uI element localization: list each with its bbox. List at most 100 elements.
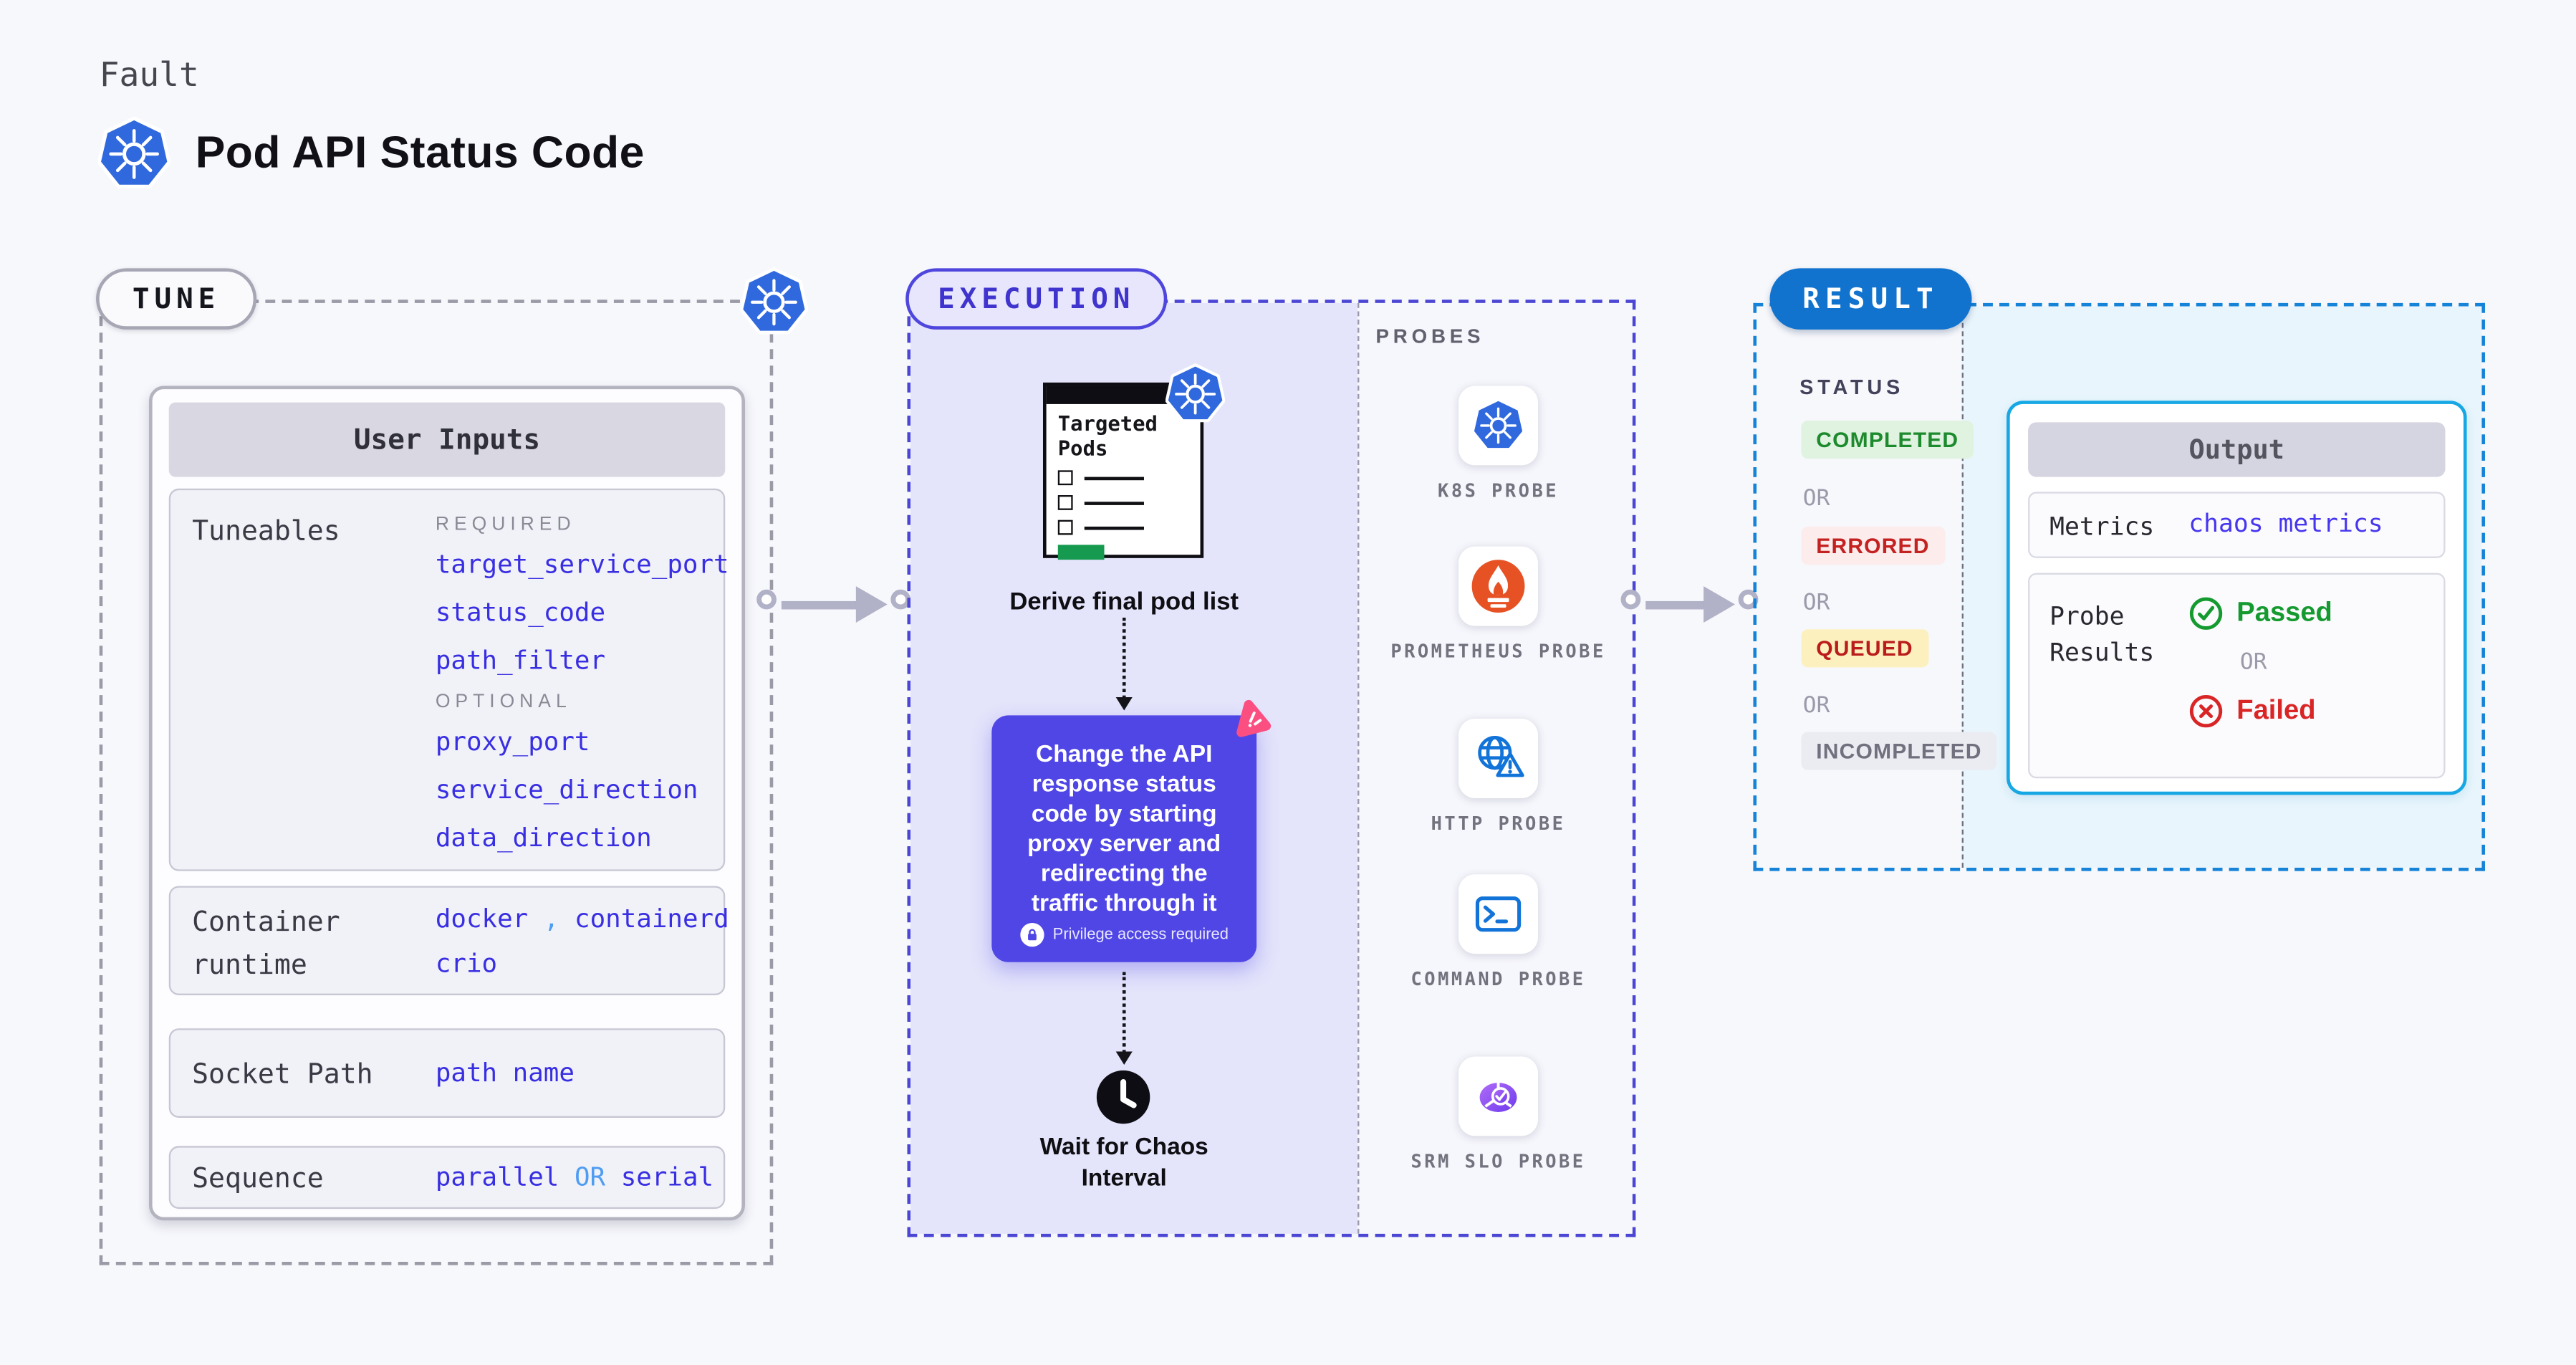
privilege-label: Privilege access required (1052, 925, 1229, 944)
probe-item-srm-slo: SRM SLO PROBE (1390, 1056, 1605, 1174)
terminal-icon (1470, 886, 1527, 942)
probe-item-prometheus: PROMETHEUS PROBE (1390, 546, 1606, 664)
flow-arrow (1620, 585, 1769, 624)
arrow-head (1115, 1051, 1133, 1065)
sequence-values: parallel OR serial (436, 1162, 713, 1192)
probe-card (1458, 385, 1539, 466)
status-badge-errored: ERRORED (1801, 526, 1945, 565)
x-circle-icon (2189, 694, 2223, 728)
or-separator: OR (2239, 648, 2267, 676)
execution-badge: EXECUTION (905, 268, 1168, 330)
probe-name: PROMETHEUS PROBE (1390, 641, 1606, 663)
sequence-value: serial (620, 1162, 714, 1192)
tuneable-required: status_code (435, 598, 606, 628)
checkbox-icon (1057, 519, 1073, 535)
kubernetes-icon (97, 116, 170, 192)
probe-card (1458, 874, 1539, 954)
socket-path-row: Socket Path path name (168, 1028, 726, 1118)
result-badge: RESULT (1769, 268, 1972, 330)
output-header: Output (2028, 422, 2446, 477)
prometheus-icon (1471, 560, 1525, 613)
label-line: Interval (1081, 1166, 1167, 1192)
title-line: Targeted (1057, 411, 1158, 436)
user-inputs-card: User Inputs Tuneables REQUIRED target_se… (148, 385, 745, 1221)
wait-chaos-interval-label: Wait for Chaos Interval (958, 1133, 1289, 1196)
arrow-shaft (781, 600, 861, 609)
dotted-arrow (1115, 972, 1133, 1065)
fault-eyebrow: Fault (99, 54, 199, 95)
lock-icon (1019, 922, 1045, 947)
check-circle-icon (2189, 597, 2223, 630)
runtime-value: containerd (575, 904, 729, 934)
probe-card (1458, 1056, 1539, 1136)
pod-list-item (1057, 519, 1189, 535)
pod-list-item (1057, 470, 1189, 486)
probe-name: SRM SLO PROBE (1410, 1151, 1586, 1173)
probe-name: K8S PROBE (1438, 480, 1559, 502)
metrics-value: chaos metrics (2188, 508, 2383, 539)
tune-badge: TUNE (96, 268, 257, 330)
probe-results-row: Probe Results Passed OR (2028, 573, 2446, 779)
kubernetes-icon (740, 267, 808, 337)
selection-bar (1057, 545, 1105, 560)
probe-card (1458, 719, 1539, 798)
targeted-pods-title: Targeted Pods (1058, 411, 1189, 460)
probe-name: COMMAND PROBE (1410, 968, 1586, 991)
or-separator: OR (574, 1162, 606, 1192)
or-separator: OR (1802, 485, 1830, 512)
window-body: Targeted Pods (1047, 404, 1201, 560)
http-globe-icon (1470, 730, 1527, 787)
arrow-shaft (1645, 600, 1712, 609)
fault-action-note: Change the API response status code by s… (991, 715, 1256, 962)
arrow-head (855, 586, 888, 623)
tuneables-row: Tuneables REQUIRED target_service_port s… (168, 488, 729, 871)
probe-item-command: COMMAND PROBE (1390, 874, 1605, 992)
list-line (1084, 525, 1144, 530)
clock-icon (1095, 1068, 1153, 1126)
metrics-row: Metrics chaos metrics (2028, 492, 2446, 558)
socket-path-value: path name (435, 1058, 575, 1088)
chaos-icon (1230, 697, 1277, 744)
srm-slo-icon (1478, 1081, 1519, 1113)
separator: , (543, 904, 559, 934)
privilege-row: Privilege access required (991, 922, 1256, 947)
user-inputs-header: User Inputs (168, 402, 726, 477)
passed-row: Passed (2188, 596, 2332, 631)
socket-path-label: Socket Path (192, 1058, 373, 1090)
flow-arrow (756, 585, 921, 624)
runtime-values: docker , containerd (436, 904, 729, 934)
label-line: Container (192, 906, 340, 938)
container-runtime-label: Container runtime (192, 901, 340, 987)
targeted-pods-window: Targeted Pods (1042, 383, 1203, 560)
probe-item-k8s: K8S PROBE (1390, 385, 1605, 503)
probe-item-http: HTTP PROBE (1390, 719, 1605, 836)
note-text: Change the API response status code by s… (1027, 742, 1221, 918)
or-separator: OR (1802, 589, 1830, 616)
page-title: Pod API Status Code (195, 127, 645, 178)
connector-dot (1620, 589, 1641, 610)
runtime-value: crio (435, 949, 498, 979)
execution-section: Targeted Pods Derive final pod list Chan… (907, 300, 1636, 1237)
probe-results-values: Passed OR Failed (2188, 596, 2332, 729)
list-line (1084, 476, 1144, 480)
dotted-arrow (1115, 618, 1133, 711)
optional-label: OPTIONAL (435, 692, 572, 712)
tuneables-label: Tuneables (192, 514, 340, 547)
label-line: Results (2049, 637, 2155, 668)
probe-name: HTTP PROBE (1431, 813, 1566, 835)
checkbox-icon (1057, 470, 1073, 486)
probe-card (1458, 546, 1539, 626)
tuneable-required: path_filter (435, 646, 606, 676)
tuneable-required: target_service_port (435, 550, 729, 580)
arrow-head (1115, 696, 1133, 711)
output-card: Output Metrics chaos metrics Probe Resul… (2007, 401, 2467, 795)
kubernetes-icon (1166, 363, 1225, 426)
container-runtime-row: Container runtime docker , containerd cr… (168, 886, 729, 995)
label-line: runtime (192, 949, 307, 981)
required-label: REQUIRED (435, 514, 576, 535)
metrics-label: Metrics (2049, 512, 2155, 542)
probes-label: PROBES (1375, 324, 1485, 348)
tune-section (99, 300, 774, 1265)
pod-list-item (1057, 495, 1189, 510)
